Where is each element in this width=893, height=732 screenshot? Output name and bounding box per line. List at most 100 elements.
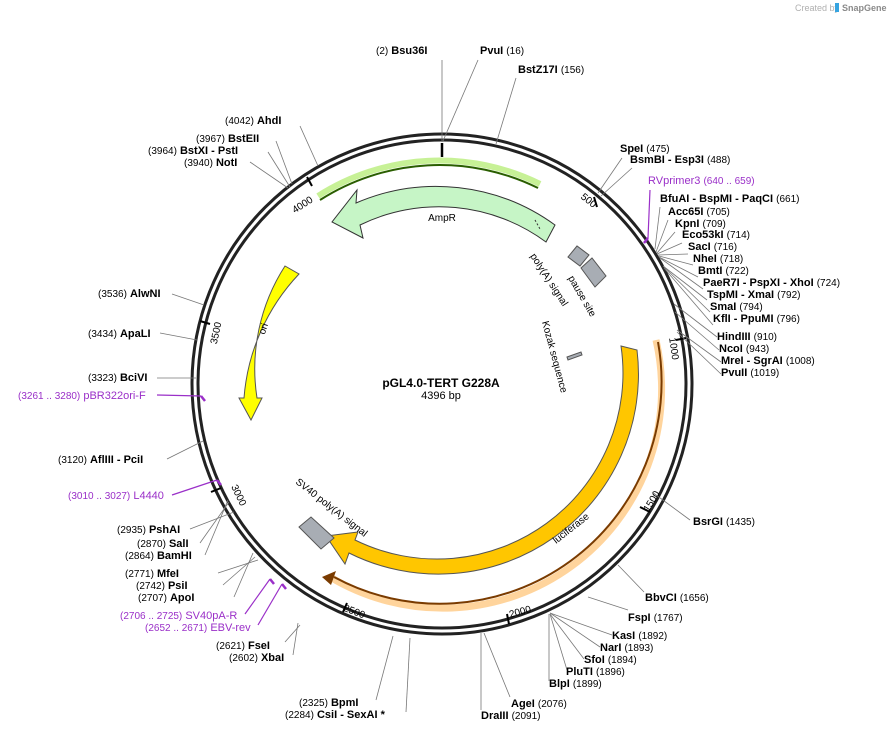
agei-site-label[interactable]: AgeI (2076) (511, 698, 567, 710)
tspmi-site-label[interactable]: TspMI - XmaI (792) (707, 289, 800, 301)
pbr322ori-f-name: pBR322ori-F (83, 390, 146, 402)
nhei-site-label[interactable]: NheI (718) (693, 253, 743, 265)
afliii-site-label[interactable]: (3120) AflIII - PciI (58, 454, 143, 466)
polya-signal-feature[interactable] (567, 245, 590, 267)
pluti-site-label[interactable]: PluTI (1896) (566, 666, 625, 678)
luciferase-feature-arrow[interactable] (325, 345, 639, 575)
rvprimer3-position: (640 .. 659) (703, 176, 754, 187)
bsu36i-site-label[interactable]: (2) Bsu36I (376, 45, 427, 57)
pvui-name: PvuI (480, 45, 503, 57)
draiii-site-label[interactable]: DraIII (2091) (481, 710, 540, 722)
pshai-site-label[interactable]: (2935) PshAI (117, 524, 180, 536)
ahdi-position: (4042) (225, 116, 254, 127)
l4440-connector (171, 479, 218, 496)
sv40pa-r-primer-label[interactable]: (2706 .. 2725) SV40pA-R (120, 610, 237, 622)
mrei-site-label[interactable]: MreI - SgrAI (1008) (721, 355, 815, 367)
l4440-primer-label[interactable]: (3010 .. 3027) L4440 (68, 490, 164, 502)
sfoi-name: SfoI (584, 654, 605, 666)
bsteii-connector (275, 140, 293, 185)
bfuai-site-label[interactable]: BfuAI - BspMI - PaqCI (661) (660, 193, 799, 205)
ebv-rev-primer-marker (281, 583, 287, 590)
l4440-position: (3010 .. 3027) (68, 491, 130, 502)
bstz17i-site-label[interactable]: BstZ17I (156) (518, 64, 584, 76)
bsrgi-name: BsrGI (693, 516, 723, 528)
bcivi-position: (3323) (88, 373, 117, 384)
luciferase-outer-strand (333, 341, 663, 605)
csii-site-label[interactable]: (2284) CsiI - SexAI * (285, 709, 386, 721)
bpmi-site-label[interactable]: (2325) BpmI (299, 697, 358, 709)
mfei-position: (2771) (125, 569, 154, 580)
ncoi-site-label[interactable]: NcoI (943) (719, 343, 769, 355)
apoi-site-label[interactable]: (2707) ApoI (138, 592, 194, 604)
psii-connector (222, 556, 256, 586)
pvui-site-label[interactable]: PvuI (16) (480, 45, 524, 57)
pvuii-site-label[interactable]: PvuII (1019) (721, 367, 779, 379)
sali-site-label[interactable]: (2870) SalI (137, 538, 189, 550)
acc65i-site-label[interactable]: Acc65I (705) (668, 206, 730, 218)
draiii-name: DraIII (481, 710, 509, 722)
bpmi-position: (2325) (299, 698, 328, 709)
kasi-site-label[interactable]: KasI (1892) (612, 630, 667, 642)
bbvci-site-label[interactable]: BbvCI (1656) (645, 592, 709, 604)
fspi-position: (1767) (654, 613, 683, 624)
xbai-site-label[interactable]: (2602) XbaI (229, 652, 284, 664)
bamhi-site-label[interactable]: (2864) BamHI (125, 550, 192, 562)
ebv-rev-primer-label[interactable]: (2652 .. 2671) EBV-rev (145, 622, 251, 634)
bstz17i-connector (495, 77, 517, 145)
nari-site-label[interactable]: NarI (1893) (600, 642, 653, 654)
snapgene-logo-icon (835, 3, 839, 12)
spei-site-label[interactable]: SpeI (475) (620, 143, 670, 155)
ori-feature-arrow[interactable] (238, 265, 300, 422)
branding: Created by SnapGene (795, 3, 887, 13)
apali-site-label[interactable]: (3434) ApaLI (88, 328, 151, 340)
ampr-feature-arrow[interactable] (331, 185, 556, 243)
hindiii-name: HindIII (717, 331, 751, 343)
kpni-site-label[interactable]: KpnI (709) (675, 218, 726, 230)
sv40-polya-feature[interactable] (298, 516, 335, 550)
sali-position: (2870) (137, 539, 166, 550)
noti-site-label[interactable]: (3940) NotI (184, 157, 237, 169)
alwni-site-label[interactable]: (3536) AlwNI (98, 288, 161, 300)
paqci-name: - PaqCI (732, 193, 773, 205)
tick-label-1000: 1000 (666, 337, 680, 361)
pshai-name: PshAI (149, 524, 180, 536)
l4440-name: L4440 (133, 490, 164, 502)
psti-name: - PstI (208, 145, 238, 157)
paer7i-connector (659, 257, 704, 290)
created-by-text: Created by (795, 3, 840, 13)
bfuai-name: BfuAI (660, 193, 689, 205)
blpi-site-label[interactable]: BlpI (1899) (549, 678, 602, 690)
pbr322ori-f-connector (156, 394, 202, 397)
kozak-feature[interactable] (566, 351, 583, 361)
bsteii-site-label[interactable]: (3967) BstEII (196, 133, 259, 145)
ahdi-site-label[interactable]: (4042) AhdI (225, 115, 281, 127)
bsmbi-site-label[interactable]: BsmBI - Esp3I (488) (630, 154, 730, 166)
rvprimer3-primer-label[interactable]: RVprimer3 (640 .. 659) (648, 175, 755, 187)
pbr322ori-f-primer-marker (200, 395, 206, 402)
spei-connector (597, 157, 623, 194)
ppumi-name: - PpuMI (731, 313, 774, 325)
kfli-site-label[interactable]: KflI - PpuMI (796) (713, 313, 800, 325)
polya-signal-label: poly(A) signal (527, 252, 569, 309)
nari-position: (1893) (624, 643, 653, 654)
bstxi-site-label[interactable]: (3964) BstXI - PstI (148, 145, 238, 157)
smai-site-label[interactable]: SmaI (794) (710, 301, 763, 313)
pbr322ori-f-primer-label[interactable]: (3261 .. 3280) pBR322ori-F (18, 390, 146, 402)
mfei-site-label[interactable]: (2771) MfeI (125, 568, 179, 580)
fsei-site-label[interactable]: (2621) FseI (216, 640, 270, 652)
bmti-site-label[interactable]: BmtI (722) (698, 265, 749, 277)
hindiii-connector (673, 303, 718, 338)
fspi-site-label[interactable]: FspI (1767) (628, 612, 683, 624)
sexai-name: - SexAI (337, 709, 377, 721)
hindiii-site-label[interactable]: HindIII (910) (717, 331, 777, 343)
psii-site-label[interactable]: (2742) PsiI (136, 580, 188, 592)
bcivi-site-label[interactable]: (3323) BciVI (88, 372, 147, 384)
kozak-label: Kozak sequence (539, 320, 569, 395)
sfoi-site-label[interactable]: SfoI (1894) (584, 654, 637, 666)
eco53ki-site-label[interactable]: Eco53kI (714) (682, 229, 750, 241)
saci-site-label[interactable]: SacI (716) (688, 241, 737, 253)
paer7i-site-label[interactable]: PaeR7I - PspXI - XhoI (724) (703, 277, 840, 289)
bsrgi-site-label[interactable]: BsrGI (1435) (693, 516, 755, 528)
pause-site-feature[interactable] (580, 257, 607, 288)
